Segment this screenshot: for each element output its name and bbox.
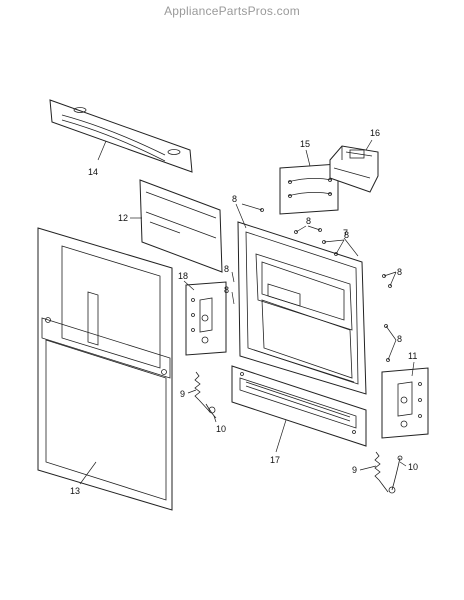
part-18-left-hinge bbox=[185, 281, 227, 356]
leader-16 bbox=[365, 139, 373, 151]
leader-17 bbox=[275, 419, 287, 453]
callout-8e: 8 bbox=[224, 285, 229, 295]
site-watermark: AppliancePartsPros.com bbox=[164, 4, 300, 18]
callout-12: 12 bbox=[118, 213, 128, 223]
leader-8b bbox=[295, 225, 307, 233]
leader-8f bbox=[383, 271, 397, 277]
leader-10a bbox=[213, 415, 217, 423]
part-13-outer-door-panel bbox=[37, 227, 173, 511]
callout-9b: 9 bbox=[352, 465, 357, 475]
callout-8a: 8 bbox=[232, 194, 237, 204]
leader-11 bbox=[411, 361, 415, 377]
part-10-cable-right bbox=[388, 455, 403, 494]
leader-8e bbox=[231, 291, 235, 305]
callout-16: 16 bbox=[370, 128, 380, 138]
callout-15: 15 bbox=[300, 139, 310, 149]
callout-18: 18 bbox=[178, 271, 188, 281]
leader-14 bbox=[97, 140, 107, 161]
part-14-handle-trim bbox=[49, 99, 193, 173]
callout-10b: 10 bbox=[408, 462, 418, 472]
leader-10b bbox=[399, 461, 407, 467]
callout-7: 7 bbox=[343, 228, 348, 238]
callout-9a: 9 bbox=[180, 389, 185, 399]
callout-8d: 8 bbox=[224, 264, 229, 274]
leader-8c2 bbox=[335, 239, 345, 255]
leader-9a bbox=[187, 389, 197, 394]
leader-8g2 bbox=[387, 339, 397, 361]
leader-8c bbox=[323, 239, 345, 243]
part-9-spring-right bbox=[374, 451, 389, 493]
callout-8b: 8 bbox=[306, 216, 311, 226]
callout-14: 14 bbox=[88, 167, 98, 177]
leader-18 bbox=[183, 280, 195, 291]
callout-8g: 8 bbox=[397, 334, 402, 344]
leader-8a2 bbox=[241, 203, 263, 211]
leader-9b bbox=[359, 465, 377, 471]
leader-8g bbox=[385, 325, 397, 341]
leader-15 bbox=[305, 149, 311, 167]
part-8-screws bbox=[231, 203, 397, 362]
callout-11: 11 bbox=[408, 351, 417, 361]
leader-8f2 bbox=[389, 271, 397, 287]
leader-7 bbox=[343, 237, 359, 257]
part-7-inner-door-liner bbox=[237, 221, 367, 395]
leader-8d bbox=[231, 271, 235, 283]
part-9-spring-left bbox=[194, 371, 211, 413]
callout-8c: 8 bbox=[344, 230, 349, 240]
part-10-cable-left bbox=[205, 403, 217, 419]
part-15-bracket-kit bbox=[279, 163, 339, 215]
callout-17: 17 bbox=[270, 455, 280, 465]
part-16-control-module bbox=[329, 145, 379, 193]
part-17-bottom-trim bbox=[231, 365, 367, 447]
leader-13 bbox=[79, 461, 97, 485]
part-12-insulation-panel bbox=[139, 179, 223, 273]
leader-8a bbox=[235, 203, 247, 229]
callout-13: 13 bbox=[70, 486, 80, 496]
leader-8b2 bbox=[307, 225, 321, 231]
part-11-right-hinge bbox=[381, 367, 429, 439]
callout-8f: 8 bbox=[397, 267, 402, 277]
callout-10a: 10 bbox=[216, 424, 226, 434]
